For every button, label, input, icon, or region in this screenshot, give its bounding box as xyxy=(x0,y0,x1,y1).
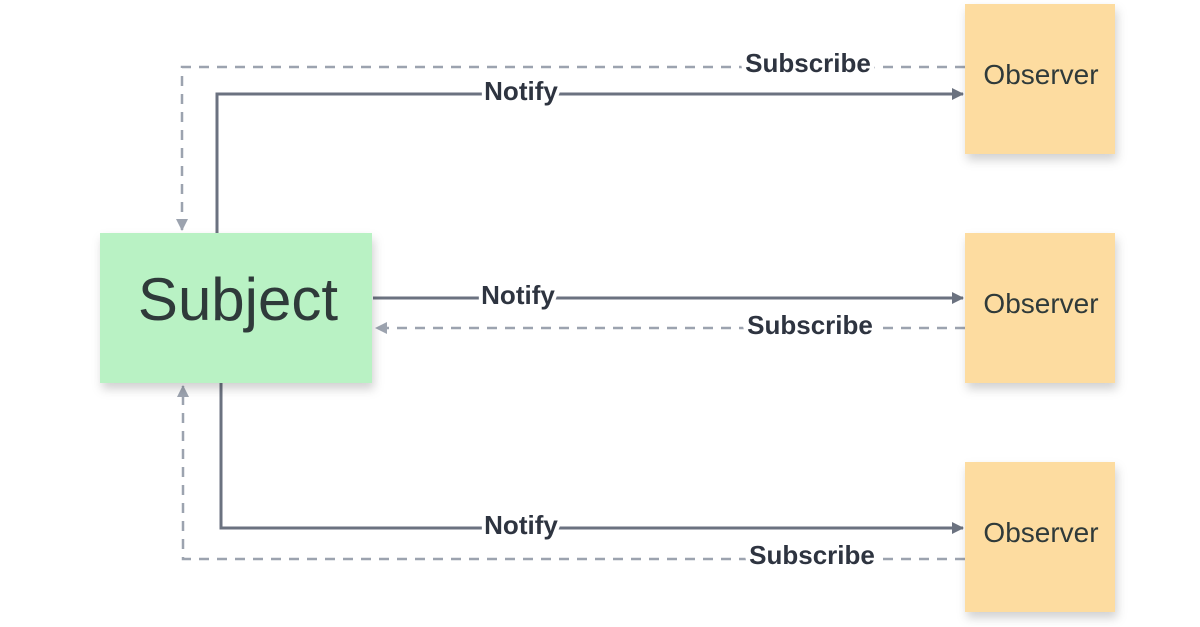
subscribe-edge-observer-3 xyxy=(177,385,965,561)
subscribe-label-observer-3: Subscribe xyxy=(749,540,875,570)
subscribe-label-observer-2: Subscribe xyxy=(747,310,873,340)
observer-label-2: Observer xyxy=(983,288,1098,319)
subscribe-edge-observer-1 xyxy=(176,65,965,231)
observer-label-1: Observer xyxy=(983,59,1098,90)
subscribe-label-observer-1: Subscribe xyxy=(745,48,871,78)
notify-label-observer-3: Notify xyxy=(484,510,558,540)
observer-node-3[interactable]: Observer xyxy=(965,462,1115,612)
observer-node-2[interactable]: Observer xyxy=(965,233,1115,383)
observer-note-2 xyxy=(965,233,1115,383)
observer-node-1[interactable]: Observer xyxy=(965,4,1115,154)
observer-note-3 xyxy=(965,462,1115,612)
observer-note-1 xyxy=(965,4,1115,154)
notify-edge-observer-3 xyxy=(219,383,964,534)
edge-labels: Subscribe Notify Notify Subscribe Notify… xyxy=(477,44,879,574)
observer-label-3: Observer xyxy=(983,517,1098,548)
notify-label-observer-2: Notify xyxy=(481,280,555,310)
notify-edge-observer-1 xyxy=(215,88,964,233)
subject-node[interactable]: Subject xyxy=(100,233,372,383)
subject-note xyxy=(100,233,372,383)
subject-label: Subject xyxy=(138,266,338,333)
notify-label-observer-1: Notify xyxy=(484,76,558,106)
